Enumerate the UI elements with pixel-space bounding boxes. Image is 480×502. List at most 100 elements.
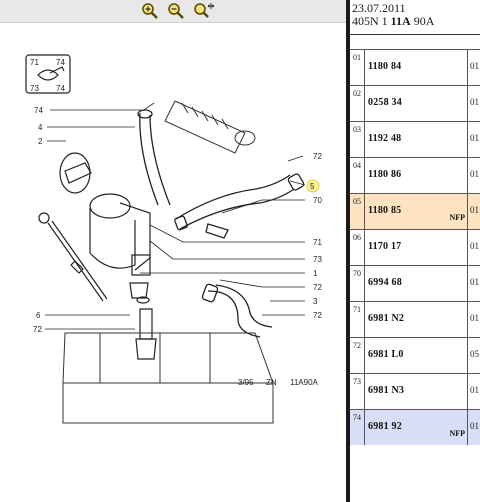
part-reference: 1192 48 xyxy=(368,133,402,144)
header-model: 405N 1 11A 90A xyxy=(352,15,434,28)
part-reference: 1180 84 xyxy=(368,61,402,72)
callout-2: 2 xyxy=(38,137,43,146)
part-row[interactable]: 70 6994 68 01 xyxy=(350,265,480,301)
zoom-move-icon[interactable] xyxy=(193,2,215,20)
zoom-out-icon[interactable] xyxy=(167,2,185,20)
row-divider xyxy=(467,374,468,409)
part-reference: 6994 68 xyxy=(368,277,402,288)
model-suffix: 90A xyxy=(410,14,435,28)
part-row[interactable]: 06 1170 17 01 xyxy=(350,229,480,265)
parts-header: 23.07.2011 405N 1 11A 90A xyxy=(352,2,434,28)
part-number: 71 xyxy=(353,305,361,314)
part-reference: 6981 N3 xyxy=(368,385,405,396)
callout-3: 3 xyxy=(313,297,318,306)
row-divider xyxy=(364,194,365,229)
part-note: NFP xyxy=(449,213,465,222)
row-divider xyxy=(364,50,365,85)
part-quantity: 01 xyxy=(470,61,479,71)
part-quantity: 01 xyxy=(470,421,479,431)
callout-71: 71 xyxy=(313,238,322,247)
part-reference: 6981 92 xyxy=(368,421,402,432)
row-divider xyxy=(467,302,468,337)
diagram-pane: 71 74 73 74 xyxy=(0,0,346,433)
row-divider xyxy=(467,266,468,301)
row-divider xyxy=(467,158,468,193)
clip-inset-box xyxy=(25,54,71,94)
part-reference: 6981 N2 xyxy=(368,313,405,324)
part-quantity: 01 xyxy=(470,241,479,251)
part-quantity: 05 xyxy=(470,349,479,359)
part-row[interactable]: 73 6981 N3 01 xyxy=(350,373,480,409)
model-code: 11A xyxy=(390,14,411,28)
callout-73: 73 xyxy=(313,255,322,264)
clip-part xyxy=(37,69,59,81)
row-divider xyxy=(364,302,365,337)
row-divider xyxy=(364,410,365,445)
row-divider xyxy=(467,230,468,265)
part-row[interactable]: 74 6981 92 NFP 01 xyxy=(350,409,480,445)
diagram-zn: ZN xyxy=(266,378,277,387)
callout-70: 70 xyxy=(313,196,322,205)
part-number: 01 xyxy=(353,53,361,62)
row-divider xyxy=(364,230,365,265)
part-quantity: 01 xyxy=(470,313,479,323)
model-prefix: 405N 1 xyxy=(352,14,391,28)
part-number: 70 xyxy=(353,269,361,278)
diagram-page-ref: 3/95 xyxy=(238,378,254,387)
part-quantity: 01 xyxy=(470,277,479,287)
row-divider xyxy=(364,158,365,193)
callout-72-low: 72 xyxy=(313,311,322,320)
row-divider xyxy=(467,410,468,445)
row-divider xyxy=(364,86,365,121)
part-note: NFP xyxy=(449,429,465,438)
part-quantity: 01 xyxy=(470,385,479,395)
part-reference: 1170 17 xyxy=(368,241,402,252)
part-reference: 6981 L0 xyxy=(368,349,404,360)
part-number: 04 xyxy=(353,161,361,170)
callout-4: 4 xyxy=(38,123,43,132)
part-row[interactable]: 01 1180 84 01 xyxy=(350,49,480,85)
row-divider xyxy=(467,338,468,373)
header-divider xyxy=(350,34,480,35)
callout-72-mid: 72 xyxy=(313,283,322,292)
diagram-code: 11A90A xyxy=(290,378,319,387)
callout-72-top: 72 xyxy=(313,152,322,161)
row-divider xyxy=(467,194,468,229)
part-row[interactable]: 71 6981 N2 01 xyxy=(350,301,480,337)
diagram-toolbar xyxy=(0,0,346,23)
zoom-in-icon[interactable] xyxy=(141,2,159,20)
callout-74: 74 xyxy=(34,106,43,115)
pane-divider[interactable] xyxy=(346,0,350,502)
row-divider xyxy=(364,266,365,301)
callout-5[interactable]: 5 xyxy=(310,182,315,191)
callout-72-left: 72 xyxy=(33,325,42,334)
part-row[interactable]: 03 1192 48 01 xyxy=(350,121,480,157)
parts-drawing: 71 74 73 74 xyxy=(25,54,322,424)
row-divider xyxy=(467,50,468,85)
part-number: 05 xyxy=(353,197,361,206)
row-divider xyxy=(467,86,468,121)
exploded-parts-diagram: 71 74 73 74 xyxy=(0,23,346,433)
row-divider xyxy=(364,122,365,157)
part-reference: 1180 86 xyxy=(368,169,402,180)
part-number: 03 xyxy=(353,125,361,134)
part-number: 73 xyxy=(353,377,361,386)
part-reference: 1180 85 xyxy=(368,205,402,216)
part-reference: 0258 34 xyxy=(368,97,402,108)
row-divider xyxy=(467,122,468,157)
callout-73-inset: 73 xyxy=(30,84,39,93)
part-number: 74 xyxy=(353,413,361,422)
part-quantity: 01 xyxy=(470,133,479,143)
part-quantity: 01 xyxy=(470,97,479,107)
callout-74-inset-b: 74 xyxy=(56,84,65,93)
part-number: 06 xyxy=(353,233,361,242)
callout-1: 1 xyxy=(313,269,318,278)
row-divider xyxy=(364,374,365,409)
callout-74-inset: 74 xyxy=(56,58,65,67)
